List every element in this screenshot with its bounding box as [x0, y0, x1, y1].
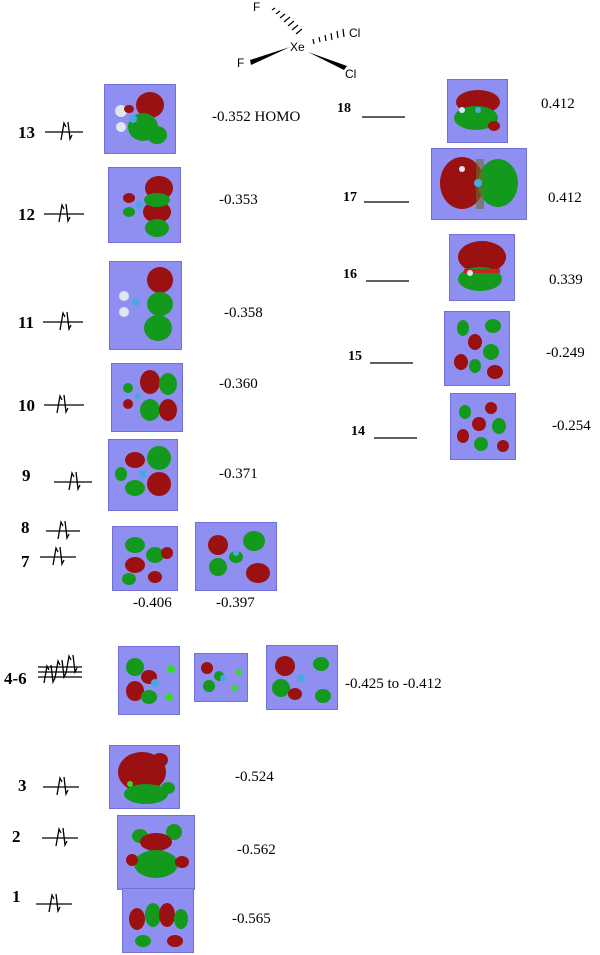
empty-level-18 [362, 106, 406, 124]
orbital-image-15 [444, 311, 510, 386]
orbital-image-11 [109, 261, 182, 350]
mo-number-16: 16 [343, 267, 357, 282]
ligand-cl-bottom: Cl [345, 67, 357, 81]
energy-level-13 [45, 116, 85, 146]
empty-level-14 [374, 427, 418, 445]
energy-value-8: -0.406 [133, 595, 172, 611]
empty-level-15 [370, 352, 414, 370]
ligand-f-top: F [253, 0, 261, 14]
energy-value-12: -0.353 [219, 192, 258, 208]
mo-number-1: 1 [12, 887, 21, 906]
molecule-structure: F Xe Cl F Cl [232, 0, 372, 86]
orbital-image-2 [117, 815, 195, 890]
energy-level-3 [43, 771, 81, 801]
energy-value-2: -0.562 [237, 842, 276, 858]
energy-level-7 [40, 541, 78, 571]
energy-level-9 [54, 466, 94, 496]
orbital-image-17 [431, 148, 527, 220]
orbital-image-10 [111, 363, 183, 432]
orbital-image-6 [118, 646, 180, 715]
mo-number-17: 17 [343, 190, 357, 205]
energy-level-4-6 [38, 650, 84, 690]
orbital-image-7 [195, 522, 277, 591]
energy-level-8 [46, 515, 82, 545]
energy-value-1: -0.565 [232, 911, 271, 927]
orbital-image-1 [122, 888, 194, 953]
orbital-image-12 [108, 167, 181, 243]
mo-number-13: 13 [18, 123, 35, 142]
orbital-image-16 [449, 234, 515, 301]
energy-level-11 [43, 306, 85, 336]
orbital-image-8 [112, 526, 178, 591]
orbital-image-5 [194, 653, 248, 702]
xenon-label: Xe [290, 40, 305, 54]
energy-level-1 [36, 888, 74, 918]
energy-value-13: -0.352 HOMO [212, 109, 301, 125]
energy-value-4-6: -0.425 to -0.412 [345, 676, 442, 692]
energy-value-7: -0.397 [216, 595, 255, 611]
mo-number-10: 10 [18, 396, 35, 415]
mo-number-7: 7 [21, 552, 30, 571]
mo-number-15: 15 [348, 349, 362, 364]
mo-number-2: 2 [12, 827, 21, 846]
energy-value-10: -0.360 [219, 376, 258, 392]
energy-value-11: -0.358 [224, 305, 263, 321]
orbital-image-9 [108, 439, 178, 511]
energy-value-18: 0.412 [541, 96, 575, 112]
energy-value-15: -0.249 [546, 345, 585, 361]
orbital-image-13 [104, 84, 176, 154]
ligand-f-left: F [237, 56, 245, 70]
mo-number-18: 18 [337, 101, 351, 116]
mo-number-14: 14 [351, 424, 365, 439]
energy-value-17: 0.412 [548, 190, 582, 206]
mo-number-8: 8 [21, 518, 30, 537]
orbital-image-4 [266, 645, 338, 710]
energy-value-16: 0.339 [549, 272, 583, 288]
energy-level-12 [44, 198, 86, 228]
energy-value-14: -0.254 [552, 418, 591, 434]
mo-number-3: 3 [18, 776, 27, 795]
energy-value-9: -0.371 [219, 466, 258, 482]
empty-level-17 [364, 191, 410, 209]
empty-level-16 [366, 270, 410, 288]
mo-number-11: 11 [18, 313, 35, 332]
energy-value-3: -0.524 [235, 769, 274, 785]
orbital-image-18 [447, 79, 508, 143]
energy-level-10 [44, 389, 86, 419]
mo-number-4-6: 4-6 [4, 669, 27, 688]
mo-number-12: 12 [18, 205, 35, 224]
energy-level-2 [42, 822, 80, 852]
ligand-cl-right: Cl [349, 26, 361, 40]
orbital-image-3 [109, 745, 180, 809]
orbital-image-14 [450, 393, 516, 460]
mo-number-9: 9 [22, 466, 31, 485]
